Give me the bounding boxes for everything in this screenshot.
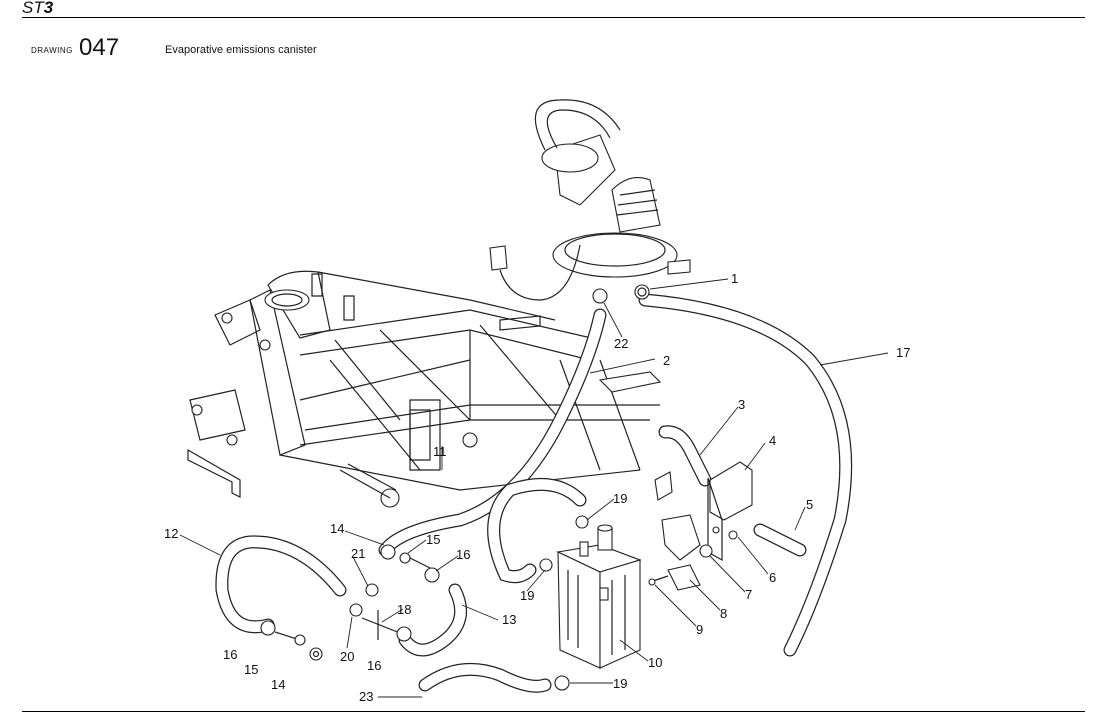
callout-15b: 15: [244, 662, 258, 677]
callout-16c: 16: [367, 658, 381, 673]
callout-6: 6: [769, 570, 776, 585]
callout-14b: 14: [271, 677, 285, 692]
callout-16a: 16: [456, 547, 470, 562]
callout-12: 12: [164, 526, 178, 541]
callout-5: 5: [806, 497, 813, 512]
callout-7: 7: [745, 587, 752, 602]
callout-8: 8: [720, 606, 727, 621]
callout-19c: 19: [613, 676, 627, 691]
leader-lines: [179, 278, 889, 698]
footer-rule: [22, 711, 1085, 712]
frame: [187, 270, 662, 508]
callout-15a: 15: [426, 532, 440, 547]
drawing-title: Evaporative emissions canister: [165, 44, 317, 56]
fittings: [260, 284, 650, 691]
callouts: 1 2 3 4 5 6 7 8 9 10 11 12 13 14 14 15 1…: [164, 271, 910, 704]
callout-19b: 19: [520, 588, 534, 603]
callout-16b: 16: [223, 647, 237, 662]
callout-10: 10: [648, 655, 662, 670]
callout-11: 11: [433, 444, 447, 459]
callout-3: 3: [738, 397, 745, 412]
callout-17: 17: [896, 345, 910, 360]
callout-9: 9: [696, 622, 703, 637]
callout-1: 1: [731, 271, 738, 286]
callout-18: 18: [397, 602, 411, 617]
hoses: [215, 293, 853, 693]
callout-21: 21: [351, 546, 365, 561]
drawing-word: DRAWING: [31, 46, 73, 55]
callout-13: 13: [502, 612, 516, 627]
fuel-pump-assembly: [489, 99, 691, 301]
callout-20: 20: [340, 649, 354, 664]
callout-22: 22: [614, 336, 628, 351]
bracket-hardware: [648, 461, 753, 591]
callout-19a: 19: [613, 491, 627, 506]
header-rule: [22, 17, 1085, 18]
callout-23: 23: [359, 689, 373, 704]
callout-14a: 14: [330, 521, 344, 536]
model-name: ST3: [22, 0, 54, 17]
callout-2: 2: [663, 353, 670, 368]
canister: [556, 524, 642, 669]
callout-4: 4: [769, 433, 776, 448]
drawing-number: 047: [79, 34, 120, 61]
